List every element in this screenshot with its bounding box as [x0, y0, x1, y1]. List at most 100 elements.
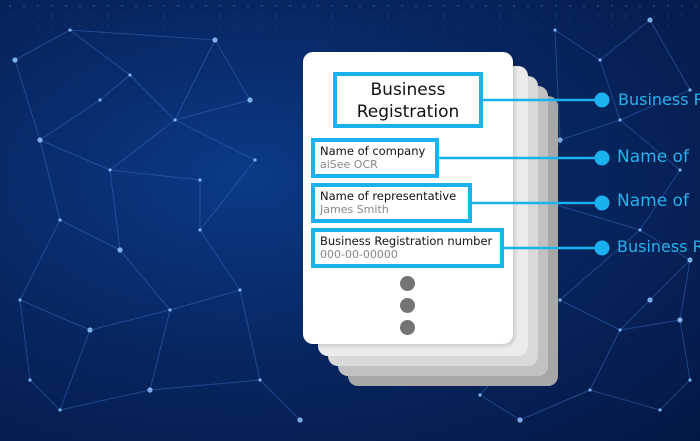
grid-dot — [135, 5, 137, 7]
grid-dot — [555, 25, 557, 27]
grid-dot — [457, 15, 459, 17]
grid-dot — [51, 15, 53, 17]
network-link — [559, 119, 621, 141]
grid-dot — [471, 25, 473, 27]
network-link — [259, 379, 301, 421]
grid-dot — [275, 5, 277, 7]
document-title-line2: Registration — [356, 102, 460, 122]
network-node — [173, 118, 177, 122]
grid-dot — [219, 25, 221, 27]
network-node — [647, 297, 653, 303]
field-label: Name of representative — [320, 189, 457, 203]
grid-dot — [331, 5, 333, 7]
grid-dot — [373, 15, 375, 17]
network-node — [588, 388, 592, 392]
network-node — [618, 328, 622, 332]
grid-dot — [429, 5, 431, 7]
network-link — [519, 389, 591, 421]
field-value: James Smith — [320, 203, 389, 216]
network-node — [678, 168, 682, 172]
vertical-ellipsis-icon — [400, 298, 415, 313]
grid-dot — [695, 15, 697, 17]
field-value: aiSee OCR — [320, 158, 378, 171]
grid-dot — [107, 15, 109, 17]
grid-dot — [303, 15, 305, 17]
grid-dot — [149, 25, 151, 27]
grid-dot — [625, 15, 627, 17]
network-link — [29, 379, 61, 411]
grid-dot — [107, 5, 109, 7]
grid-dot — [541, 15, 543, 17]
grid-dot — [485, 25, 487, 27]
grid-dot — [177, 25, 179, 27]
network-link — [174, 39, 216, 121]
grid-dot — [387, 15, 389, 17]
grid-dot — [191, 15, 193, 17]
grid-dot — [527, 15, 529, 17]
grid-dot — [331, 15, 333, 17]
grid-dot — [149, 15, 151, 17]
grid-dot — [653, 5, 655, 7]
grid-dot — [191, 5, 193, 7]
network-link — [639, 169, 681, 231]
grid-dot — [373, 25, 375, 27]
network-node — [58, 408, 62, 412]
network-node — [658, 408, 662, 412]
grid-dot — [79, 5, 81, 7]
grid-dot — [51, 25, 53, 27]
grid-dot — [387, 5, 389, 7]
grid-dot — [205, 15, 207, 17]
grid-dot — [499, 15, 501, 17]
network-node — [238, 288, 242, 292]
network-link — [199, 159, 256, 231]
grid-dot — [345, 15, 347, 17]
network-link — [174, 119, 256, 161]
grid-dot — [37, 15, 39, 17]
network-node — [98, 98, 102, 102]
network-node — [553, 28, 557, 32]
grid-dot — [65, 25, 67, 27]
network-node — [558, 298, 562, 302]
grid-dot — [219, 5, 221, 7]
grid-dot — [51, 5, 53, 7]
network-link — [109, 169, 201, 181]
grid-dot — [653, 25, 655, 27]
grid-dot — [37, 25, 39, 27]
grid-dot — [541, 25, 543, 27]
network-link — [619, 89, 691, 121]
grid-dot — [289, 25, 291, 27]
grid-dot — [681, 25, 683, 27]
network-link — [599, 59, 621, 121]
field-registration-number: Business Registration number 000-00-0000… — [311, 228, 504, 268]
network-node — [68, 28, 72, 32]
grid-dot — [303, 25, 305, 27]
grid-dot — [247, 5, 249, 7]
grid-dot — [569, 5, 571, 7]
grid-dot — [345, 5, 347, 7]
network-link — [149, 379, 261, 391]
grid-dot — [121, 15, 123, 17]
grid-dot — [541, 5, 543, 7]
grid-dot — [289, 5, 291, 7]
network-link — [19, 299, 91, 331]
grid-dot — [667, 15, 669, 17]
grid-dot — [681, 15, 683, 17]
grid-dot — [331, 25, 333, 27]
grid-dot — [373, 5, 375, 7]
network-link — [69, 29, 131, 76]
network-node — [18, 298, 22, 302]
grid-dot — [205, 5, 207, 7]
grid-dot — [359, 15, 361, 17]
grid-dot — [639, 15, 641, 17]
network-node — [247, 97, 253, 103]
grid-dot — [359, 5, 361, 7]
vertical-ellipsis-icon — [400, 276, 415, 291]
grid-dot — [597, 5, 599, 7]
grid-dot — [443, 25, 445, 27]
network-node — [198, 228, 202, 232]
vertical-ellipsis-icon — [400, 320, 415, 335]
network-node — [688, 378, 692, 382]
network-link — [89, 309, 171, 331]
grid-dot — [415, 5, 417, 7]
network-link — [109, 169, 121, 251]
